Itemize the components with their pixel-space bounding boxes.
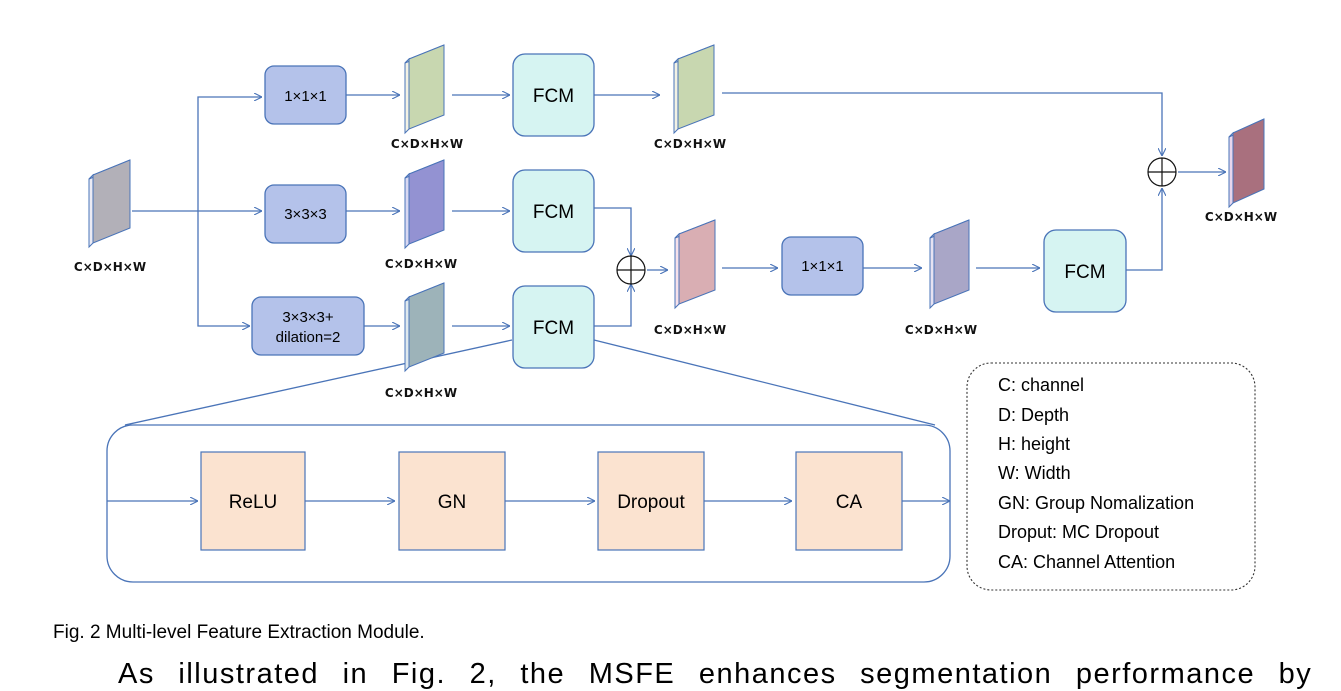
dim-label-sum: C×D×H×W <box>654 323 726 337</box>
zoom-line-left <box>124 339 513 426</box>
conv-block-merge: 1×1×1 <box>781 236 864 296</box>
fcm-block-merge: FCM <box>1043 229 1127 313</box>
feature-map-branch2-conv <box>404 159 445 250</box>
legend-item: C: channel <box>998 375 1084 395</box>
detail-block-label: GN <box>438 492 467 513</box>
zoom-line-right <box>593 339 936 426</box>
fcm2-to-sum-arrow <box>594 207 631 256</box>
legend-item: W: Width <box>998 463 1071 483</box>
conv-block-label: 1×1×1 <box>284 88 327 105</box>
fcm-block-branch3: FCM <box>512 285 595 369</box>
conv-block-label-line1: 3×3×3+ <box>282 309 334 326</box>
feature-map-merge-conv <box>929 219 970 310</box>
fcm3-to-sum-arrow <box>594 284 631 327</box>
feature-map-branch3-conv <box>404 282 445 373</box>
feature-map-sum <box>674 219 716 310</box>
dim-label-branch1-conv: C×D×H×W <box>391 137 463 151</box>
dim-label-output: C×D×H×W <box>1205 210 1277 224</box>
dim-label-branch1-fcm: C×D×H×W <box>654 137 726 151</box>
figure-caption: Fig. 2 Multi-level Feature Extraction Mo… <box>53 622 425 643</box>
fcm-label: FCM <box>533 318 574 339</box>
feature-map-output <box>1228 118 1265 209</box>
feature-map-input <box>88 159 131 249</box>
detail-block-label: Dropout <box>617 492 685 513</box>
sum-node-output <box>1147 157 1177 187</box>
dim-label-merge-conv: C×D×H×W <box>905 323 977 337</box>
fcm-block-branch2: FCM <box>512 169 595 253</box>
legend: C: channel D: Depth H: height W: Width G… <box>998 375 1194 572</box>
feature-map-branch1-conv <box>404 44 445 135</box>
conv-block-label: 3×3×3 <box>284 206 327 223</box>
fcm-detail-panel <box>106 424 951 583</box>
legend-item: GN: Group Nomalization <box>998 493 1194 513</box>
legend-item: H: height <box>998 434 1070 454</box>
detail-block-ca: CA <box>795 451 903 551</box>
dim-label-input: C×D×H×W <box>74 260 146 274</box>
sum-node-branches <box>616 255 646 285</box>
detail-block-gn: GN <box>398 451 506 551</box>
fcm-label: FCM <box>1064 262 1105 283</box>
detail-block-label: CA <box>836 492 863 513</box>
fcm-block-branch1: FCM <box>512 53 595 137</box>
conv-block-label-line2: dilation=2 <box>276 329 341 346</box>
legend-item: D: Depth <box>998 405 1069 425</box>
conv-block-branch1: 1×1×1 <box>264 65 347 125</box>
detail-block-relu: ReLU <box>200 451 306 551</box>
body-text: As illustrated in Fig. 2, the MSFE enhan… <box>118 658 1313 690</box>
fcm-merge-to-sum-arrow <box>1126 188 1162 271</box>
feature-map-branch1-fcm <box>673 44 715 135</box>
detail-block-label: ReLU <box>229 492 278 513</box>
input-to-conv1-arrow <box>197 97 262 211</box>
legend-box <box>966 362 1256 591</box>
branch1-to-sum-arrow <box>722 92 1162 156</box>
legend-item: CA: Channel Attention <box>998 552 1175 572</box>
detail-block-dropout: Dropout <box>597 451 705 551</box>
legend-item: Droput: MC Dropout <box>998 522 1159 542</box>
connector-lines <box>107 93 1226 501</box>
conv-block-label: 1×1×1 <box>801 258 844 275</box>
fcm-label: FCM <box>533 202 574 223</box>
conv-block-branch3: 3×3×3+ dilation=2 <box>251 296 365 356</box>
dim-label-branch2-conv: C×D×H×W <box>385 257 457 271</box>
fcm-label: FCM <box>533 86 574 107</box>
dim-label-branch3-conv: C×D×H×W <box>385 386 457 400</box>
input-to-conv3-arrow <box>197 211 250 326</box>
conv-block-branch2: 3×3×3 <box>264 184 347 244</box>
